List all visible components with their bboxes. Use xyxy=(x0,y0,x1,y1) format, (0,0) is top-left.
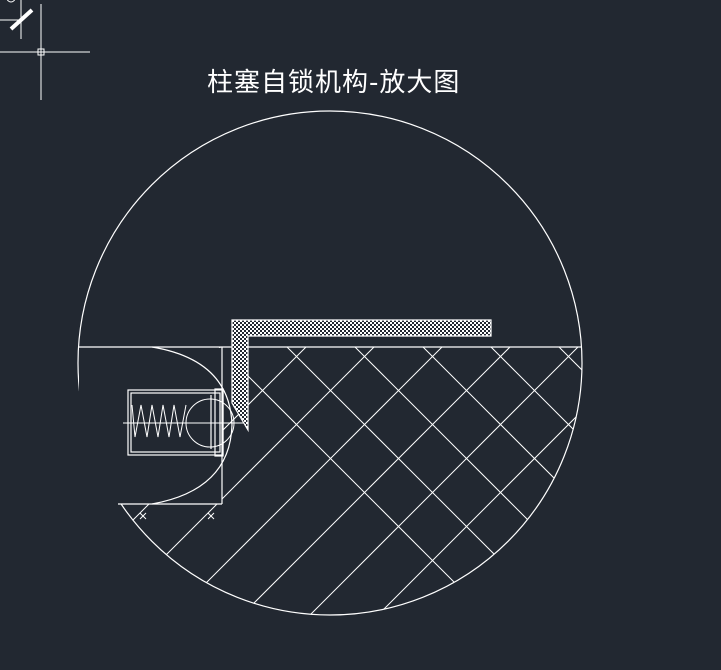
compression-spring-icon xyxy=(131,404,187,438)
ucs-crosshair-icon xyxy=(0,0,90,100)
detail-circle xyxy=(77,110,583,616)
plunger-cavity-mask xyxy=(79,348,222,504)
drawing-title: 柱塞自锁机构-放大图 xyxy=(207,68,461,98)
hatch-boundary-ticks xyxy=(139,512,215,520)
l-bracket xyxy=(231,319,492,433)
plunger-cavity-outline xyxy=(118,346,233,505)
